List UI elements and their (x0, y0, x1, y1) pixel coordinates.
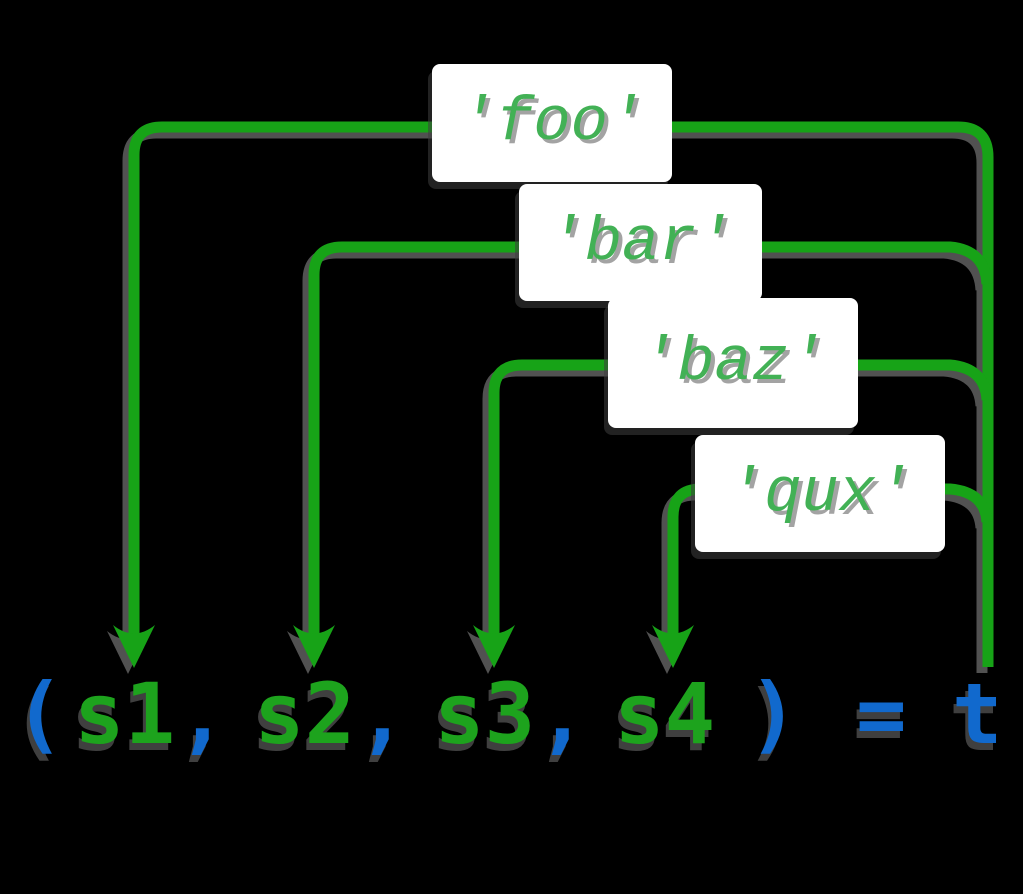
label-text-foo: 'foo' (458, 87, 646, 158)
label-box-qux: 'qux' (695, 435, 945, 552)
arrow-line-baz-to-s3 (488, 359, 730, 640)
arrowhead-s3 (473, 625, 515, 668)
arrowhead-s4 (652, 625, 694, 668)
label-box-foo: 'foo' (432, 64, 672, 182)
code-token-s3: s3 (434, 665, 536, 763)
label-box-baz: 'baz' (608, 298, 858, 428)
code-token-comma-3: , (537, 665, 588, 763)
code-token-s4: s4 (614, 665, 716, 763)
code-token-s2: s2 (254, 665, 356, 763)
trunk-line-t-to-foo (560, 121, 994, 667)
label-text-bar: 'bar' (547, 206, 734, 278)
branch-line-qux-to-trunk (900, 483, 993, 523)
label-text-qux: 'qux' (726, 457, 914, 529)
label-box-bar: 'bar' (519, 184, 762, 301)
arrow-line-foo-to-s1 (128, 121, 560, 640)
arrowhead-s2 (293, 625, 335, 668)
code-token-s1: s1 (74, 665, 176, 763)
code-token-comma-2: , (357, 665, 408, 763)
label-text-baz: 'baz' (639, 327, 827, 398)
code-token-t: t (952, 665, 1003, 763)
arrowhead-s1 (113, 625, 155, 668)
branch-line-bar-to-trunk (700, 241, 993, 285)
code-token-open-paren: ( (14, 665, 65, 763)
code-token-close-paren: ) (748, 665, 799, 763)
code-token-equals: = (856, 665, 907, 763)
code-token-comma-1: , (177, 665, 228, 763)
branch-line-baz-to-trunk (800, 359, 993, 401)
arrow-line-bar-to-s2 (308, 241, 640, 640)
